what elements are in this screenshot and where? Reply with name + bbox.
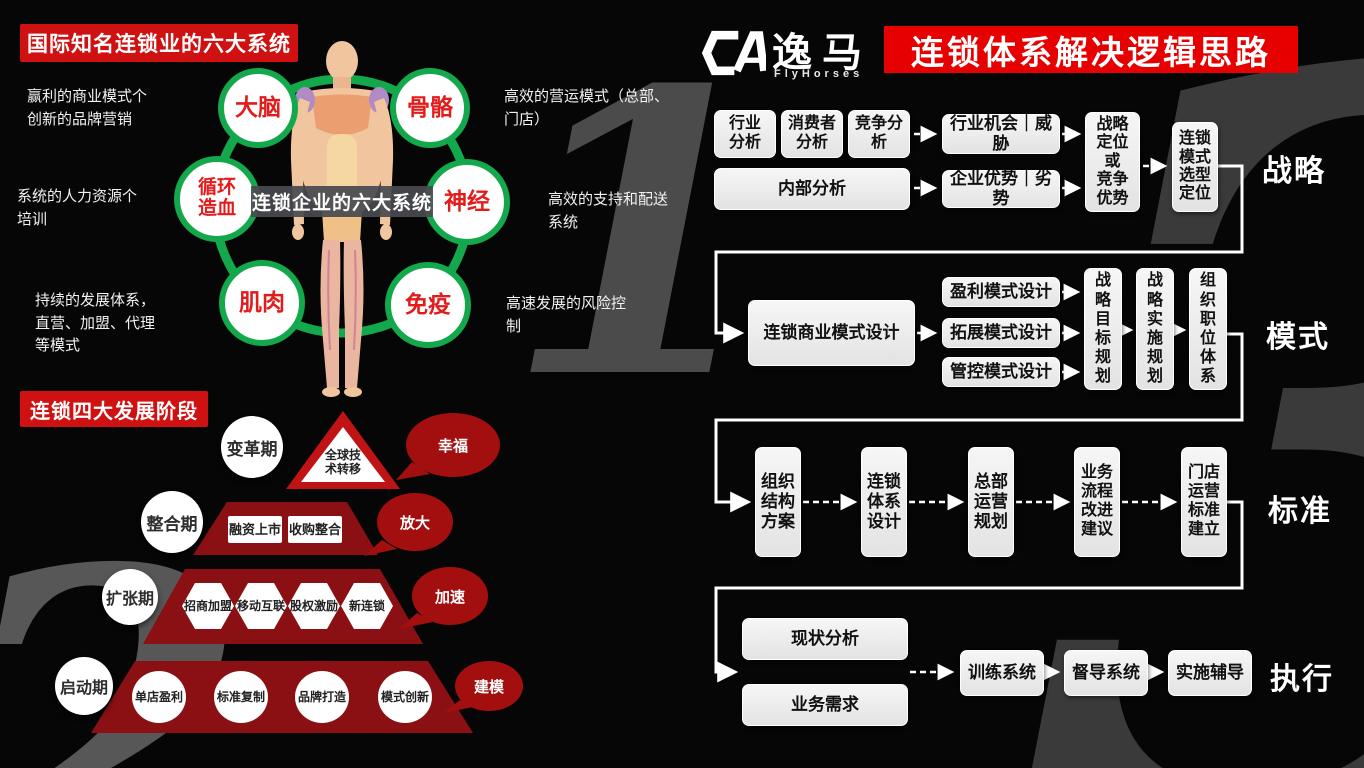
- logo-brand-name: 逸马: [772, 31, 872, 75]
- stage-circle-expand: 扩张期: [102, 569, 158, 625]
- box-implementation-coaching: 实施辅导: [1168, 650, 1252, 696]
- box-consumer-analysis: 消费者 分析: [781, 110, 843, 158]
- box-business-requirements: 业务需求: [742, 684, 908, 726]
- box-competition-analysis: 竞争分 析: [848, 110, 910, 158]
- system-circle-muscle: 肌肉: [219, 260, 305, 346]
- system-circle-bone: 骨骼: [390, 68, 470, 148]
- box-internal-analysis: 内部分析: [714, 168, 910, 210]
- annotation-risk-control: 高速发展的风险控 制: [506, 295, 627, 335]
- row-label-strategy: 战略: [1262, 155, 1326, 188]
- header-four-stages: 连锁四大发展阶段: [20, 391, 208, 427]
- row-label-standard: 标准: [1268, 495, 1332, 528]
- row-label-execute: 执行: [1270, 663, 1334, 696]
- box-chain-system-design: 连锁 体系 设计: [861, 447, 907, 557]
- human-body-figure: [290, 41, 394, 397]
- pyramid-label-store-profit: 单店盈利: [134, 689, 183, 704]
- box-org-structure-plan: 组织 结构 方案: [755, 447, 801, 557]
- page-title: 连锁体系解决逻辑思路: [884, 26, 1298, 73]
- bubble-amplify: 放大: [399, 514, 430, 532]
- bubble-modeling: 建模: [473, 678, 504, 696]
- box-industry-analysis: 行业 分析: [714, 110, 776, 158]
- row-label-model: 模式: [1266, 321, 1330, 354]
- box-strategy-implementation: 战 略 实 施 规 划: [1136, 268, 1174, 390]
- pyramid-label-innovation: 模式创新: [380, 689, 429, 704]
- box-chain-model-selection: 连锁 模式 选型 定位: [1172, 122, 1218, 212]
- logo-brand-sub: FlyHorses: [774, 68, 864, 80]
- annotation-profit-model: 赢利的商业模式个 创新的品牌营销: [27, 88, 148, 128]
- pyramid-label-newchain: 新连锁: [348, 598, 385, 613]
- box-strategic-goal-planning: 战 略 目 标 规 划: [1084, 268, 1122, 390]
- box-supervision-system: 督导系统: [1064, 650, 1148, 696]
- box-profit-model-design: 盈利模式设计: [942, 277, 1060, 307]
- annotation-support-delivery: 高效的支持和配送 系统: [548, 191, 669, 231]
- flyhorses-logo: 逸马 FlyHorses: [700, 24, 885, 84]
- box-store-operation-standard: 门店 运营 标准 建立: [1181, 447, 1227, 557]
- box-org-position-system: 组 织 职 位 体 系: [1189, 268, 1227, 390]
- box-strength-weakness: 企业优势｜劣势: [942, 169, 1060, 208]
- pyramid-label-branding: 品牌打造: [297, 689, 346, 704]
- system-circle-immunity: 免疫: [385, 262, 471, 348]
- annotation-operation-model: 高效的营运模式（总部、 门店）: [504, 88, 670, 128]
- pyramid-label-tech-transfer: 全球技 术转移: [324, 447, 361, 476]
- system-circle-nerve: 神经: [424, 159, 510, 245]
- box-current-status-analysis: 现状分析: [742, 618, 908, 660]
- stage-circle-transform: 变革期: [221, 416, 283, 478]
- annotation-development: 持续的发展体系， 直营、加盟、代理 等模式: [35, 292, 156, 354]
- box-opportunity-threat: 行业机会｜威胁: [942, 114, 1060, 154]
- box-strategic-positioning: 战略 定位 或 竞争 优势: [1085, 112, 1140, 212]
- box-training-system: 训练系统: [960, 650, 1044, 696]
- pyramid-label-ipo: 融资上市: [228, 521, 281, 537]
- annotation-hr-training: 系统的人力资源个 培训: [17, 188, 138, 228]
- center-banner-six-systems: 连锁企业的六大系统: [251, 186, 433, 217]
- bubble-happiness: 幸福: [437, 437, 468, 455]
- background-numeral-2: 2: [0, 515, 249, 768]
- pyramid-label-ma: 收购整合: [288, 521, 341, 537]
- box-hq-operation-planning: 总部 运营 规划: [968, 447, 1014, 557]
- pyramid-label-replicate: 标准复制: [216, 689, 265, 704]
- box-chain-business-model-design: 连锁商业模式设计: [748, 300, 915, 366]
- stage-circle-startup: 启动期: [55, 657, 113, 715]
- stage-circle-integrate: 整合期: [141, 491, 203, 553]
- system-circle-brain: 大脑: [218, 68, 298, 148]
- pyramid-label-equity: 股权激励: [289, 598, 338, 613]
- header-six-systems: 国际知名连锁业的六大系统: [20, 24, 298, 62]
- flyhorses-logo-icon: [701, 30, 766, 76]
- pyramid-label-franchise: 招商加盟: [183, 598, 232, 613]
- box-control-model-design: 管控模式设计: [942, 357, 1060, 387]
- pyramid-label-mobile: 移动互联: [236, 598, 285, 613]
- bubble-accelerate: 加速: [434, 588, 465, 606]
- box-expansion-model-design: 拓展模式设计: [942, 318, 1060, 348]
- system-circle-circulation: 循环 造血: [174, 156, 260, 242]
- box-process-improvement: 业务 流程 改进 建议: [1074, 447, 1120, 557]
